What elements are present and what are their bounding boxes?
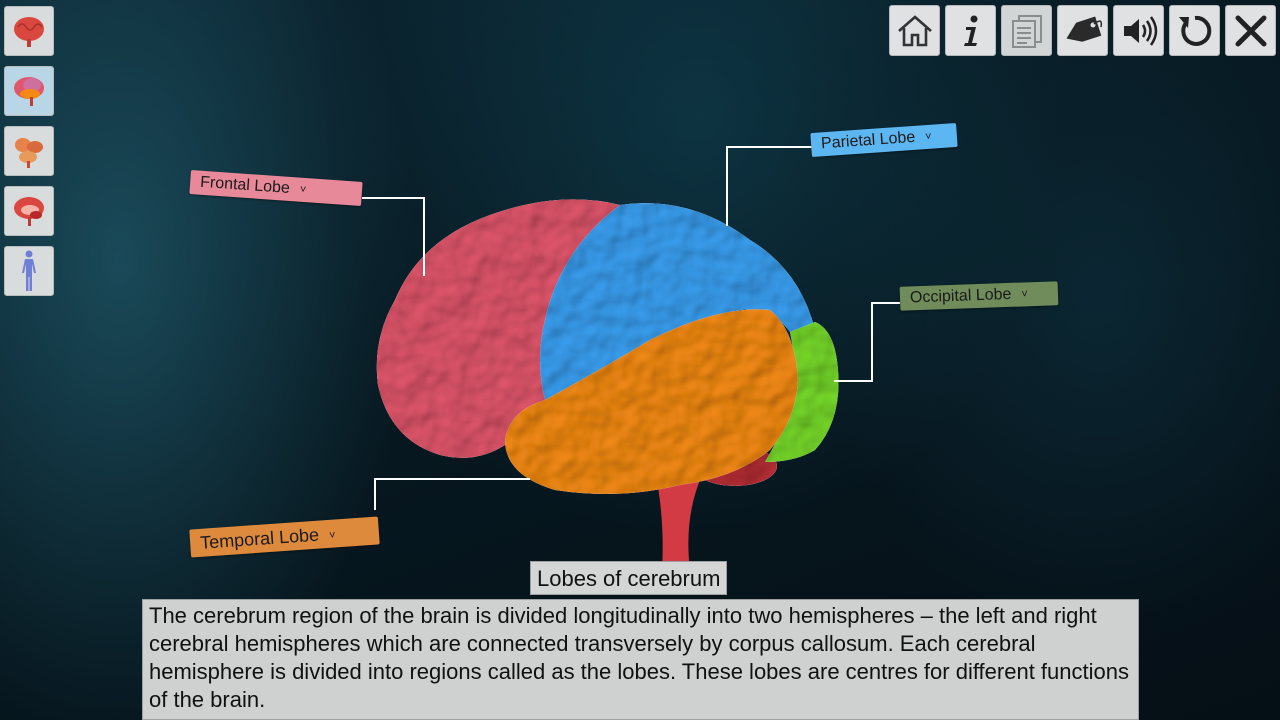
parietal-lobe[interactable] [540,203,815,400]
occipital-lobe-label-text: Occipital Lobe [909,285,1012,307]
brain-whole-icon [14,17,44,47]
close-button[interactable] [1225,5,1276,56]
home-icon [897,14,932,46]
temporal-lobe-label-text: Temporal Lobe [199,524,320,553]
parietal-leader-line [726,146,812,226]
chevron-down-icon: ˅ [328,529,336,542]
reset-button[interactable] [1169,5,1220,56]
tag-icon [1065,16,1102,42]
sound-button[interactable] [1113,5,1164,56]
occipital-leader-line [834,302,900,382]
chevron-down-icon: ˅ [299,183,307,197]
thumb-human-body[interactable] [4,246,54,296]
labels-button[interactable] [1057,5,1108,56]
reset-icon [1178,15,1211,46]
brain-section-icon [14,197,44,226]
frontal-lobe-label-text: Frontal Lobe [199,173,291,197]
brain-parts-icon [15,138,43,168]
close-icon [1235,15,1266,46]
temporal-leader-line [374,478,530,510]
home-button[interactable] [889,5,940,56]
caption-text: The cerebrum region of the brain is divi… [142,599,1139,720]
frontal-leader-line [362,197,425,276]
info-icon [963,15,977,46]
thumb-brain-lobes[interactable] [4,66,54,116]
chevron-down-icon: ˅ [924,130,933,144]
thumb-brain-section[interactable] [4,186,54,236]
brainstem [655,470,700,570]
toolbar [889,5,1276,56]
temporal-lobe[interactable] [505,309,798,494]
notes-button[interactable] [1001,5,1052,56]
thumb-whole-brain[interactable] [4,6,54,56]
frontal-lobe[interactable] [376,199,620,458]
human-body-icon [22,250,36,291]
brain-lobes-icon [14,77,44,106]
chevron-down-icon: ˅ [1021,288,1029,301]
caption-title: Lobes of cerebrum [530,561,728,595]
thumb-brain-parts[interactable] [4,126,54,176]
parietal-lobe-label-text: Parietal Lobe [820,128,916,153]
sound-icon [1123,15,1157,46]
notes-icon [1011,14,1042,48]
model-selector [4,6,56,306]
info-button[interactable] [945,5,996,56]
